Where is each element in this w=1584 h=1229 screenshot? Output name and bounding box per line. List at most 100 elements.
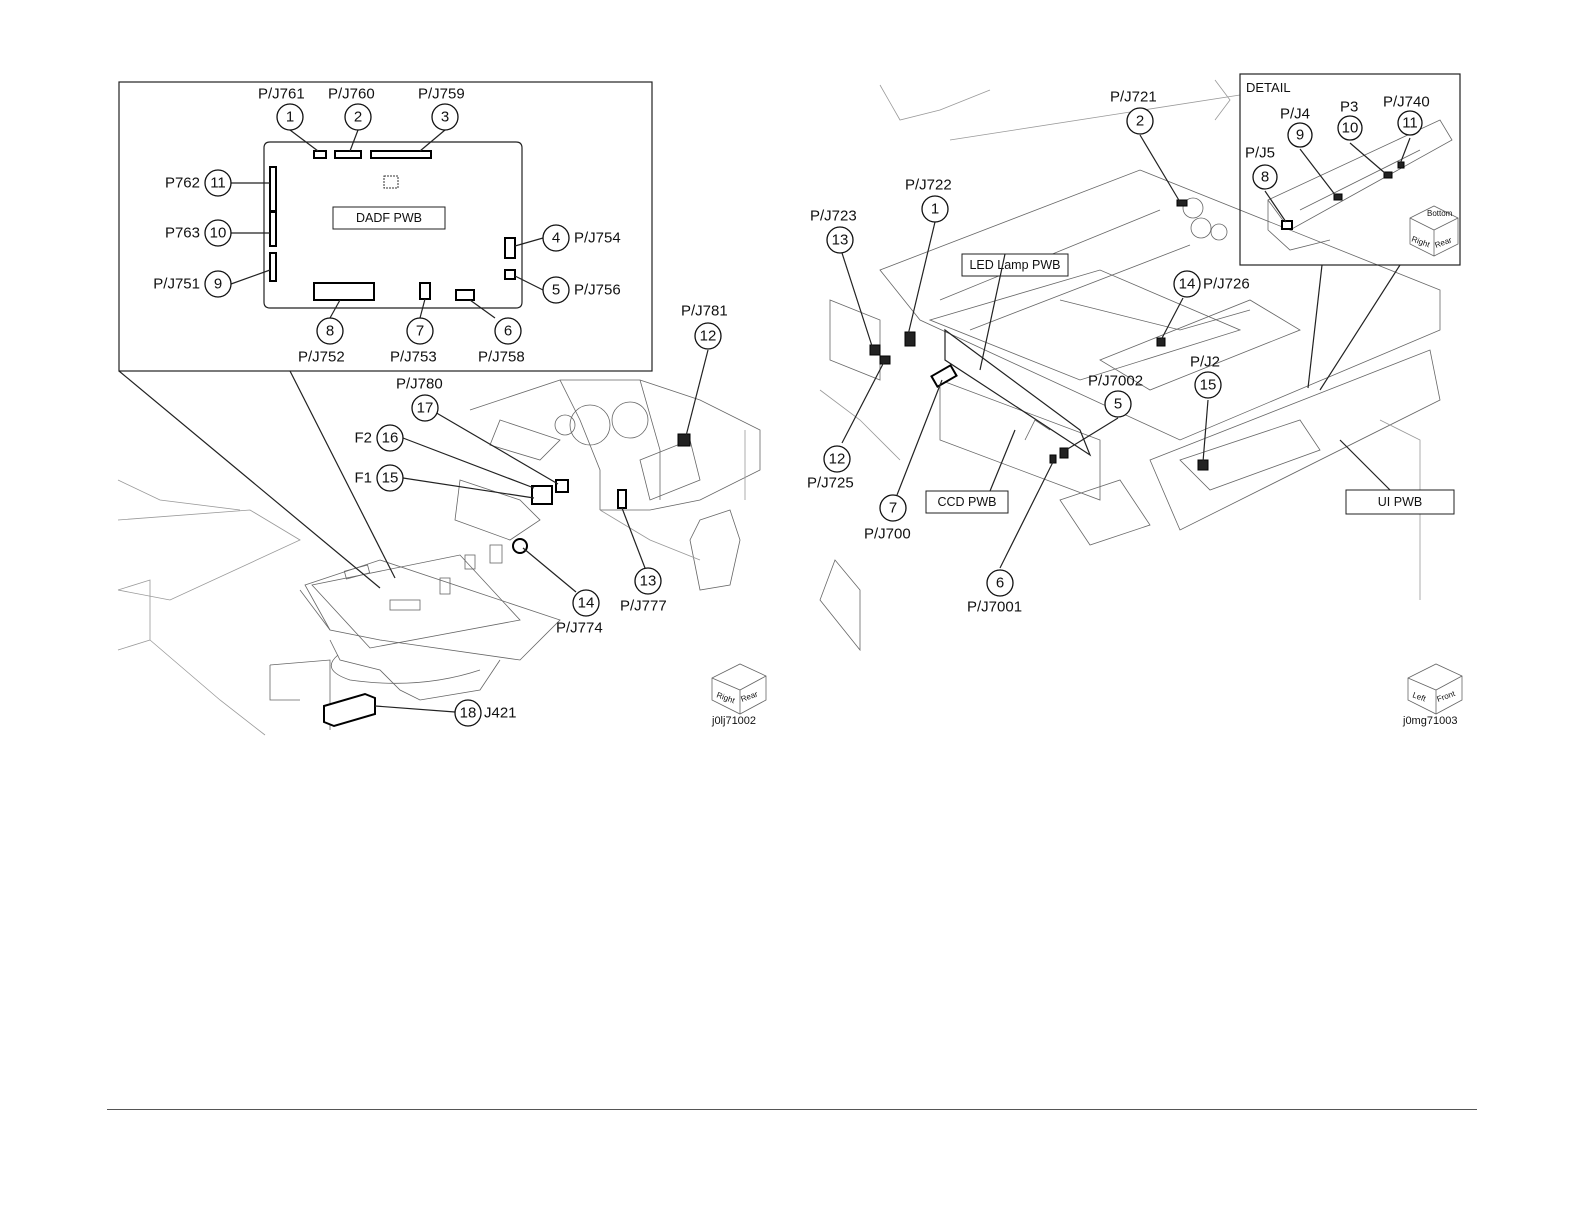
- left-callout-number-10: 10: [210, 225, 227, 242]
- left-callout-number-18: 18: [460, 705, 477, 722]
- connector-pj756: [504, 269, 516, 280]
- left-callout-label-5: P/J756: [574, 282, 621, 299]
- left-callout-number-9: 9: [214, 276, 222, 293]
- right-callout-number-11: 11: [1402, 115, 1418, 132]
- led-lamp-pwb-label: LED Lamp PWB: [969, 258, 1060, 272]
- right-callouts: 1P/J7222P/J7215P/J70026P/J70017P/J7008P/…: [807, 89, 1430, 616]
- left-callout-circle-2: [344, 103, 372, 131]
- ui-pwb-label: UI PWB: [1378, 495, 1422, 509]
- right-callout-label-5: P/J7002: [1088, 373, 1143, 390]
- right-callout-circle-9: [1287, 122, 1313, 148]
- right-callout-number-6: 6: [996, 575, 1004, 592]
- connector-pj700: [930, 363, 958, 389]
- left-callout-circle-14: [572, 589, 600, 617]
- connector-pj726: [1156, 337, 1166, 347]
- left-callout-number-6: 6: [504, 323, 512, 340]
- connector-pj761: [313, 150, 327, 159]
- connector-pj721: [1176, 199, 1188, 207]
- left-callout-label-7: P/J753: [390, 349, 437, 366]
- left-callout-label-11: P762: [165, 175, 200, 192]
- left-callout-number-12: 12: [700, 328, 717, 345]
- connector-pj723: [869, 344, 881, 356]
- right-leader-lines: [841, 134, 1411, 569]
- right-callout-number-7: 7: [889, 500, 897, 517]
- right-callout-label-1: P/J722: [905, 177, 952, 194]
- right-callout-number-12: 12: [829, 451, 846, 468]
- left-callout-circle-11: [204, 169, 232, 197]
- right-callout-label-15: P/J2: [1190, 354, 1220, 371]
- right-callout-number-2: 2: [1136, 113, 1144, 130]
- left-callout-circle-12: [694, 322, 722, 350]
- right-callout-label-13: P/J723: [810, 208, 857, 225]
- cube-face-rear: Rear: [740, 689, 760, 704]
- left-callout-number-8: 8: [326, 323, 334, 340]
- right-callout-circle-7: [879, 494, 907, 522]
- right-callout-label-12: P/J725: [807, 475, 854, 492]
- right-callout-circle-5: [1104, 390, 1132, 418]
- connector-pj781: [677, 433, 691, 447]
- left-callout-circle-1: [276, 103, 304, 131]
- left-callout-number-5: 5: [552, 282, 560, 299]
- left-callout-circle-4: [542, 224, 570, 252]
- board-chip: [383, 175, 399, 189]
- right-callout-number-8: 8: [1261, 169, 1269, 186]
- dadf-pwb-label-box: [332, 206, 446, 230]
- ui-pwb-box: [1345, 489, 1455, 515]
- right-callout-circle-10: [1337, 115, 1363, 141]
- left-callout-circle-18: [454, 699, 482, 727]
- right-callout-number-15: 15: [1200, 377, 1217, 394]
- right-callout-number-10: 10: [1342, 120, 1359, 137]
- right-callout-circle-1: [921, 195, 949, 223]
- left-callout-label-15: F1: [354, 470, 372, 487]
- right-callout-label-11: P/J740: [1383, 94, 1430, 111]
- cube-face-front: Front: [1436, 689, 1457, 704]
- left-callout-number-7: 7: [416, 323, 424, 340]
- right-callout-circle-11: [1397, 110, 1423, 136]
- left-callout-label-12: P/J781: [681, 303, 728, 320]
- left-callout-circle-16: [376, 424, 404, 452]
- right-callout-label-14: P/J726: [1203, 276, 1250, 293]
- right-callout-number-14: 14: [1179, 276, 1196, 293]
- left-callout-circle-9: [204, 270, 232, 298]
- left-callout-label-4: P/J754: [574, 230, 621, 247]
- connector-pj754: [504, 237, 516, 259]
- left-callout-number-4: 4: [552, 230, 560, 247]
- right-callout-label-7: P/J700: [864, 526, 911, 543]
- connector-pj777: [617, 489, 627, 509]
- left-callout-label-14: P/J774: [556, 620, 603, 637]
- left-callout-number-3: 3: [441, 109, 449, 126]
- left-machine-sketch: [117, 379, 761, 736]
- left-callout-circle-7: [406, 317, 434, 345]
- left-callout-label-8: P/J752: [298, 349, 345, 366]
- left-callout-number-15: 15: [382, 470, 399, 487]
- connector-pj7002: [1059, 447, 1069, 459]
- connector-pj751: [269, 252, 277, 282]
- connector-pj758: [455, 289, 475, 301]
- left-callout-number-1: 1: [286, 109, 294, 126]
- right-callout-circle-6: [986, 569, 1014, 597]
- connector-pj759: [370, 150, 432, 159]
- connector-pj725: [879, 355, 891, 365]
- dadf-pwb-board: [263, 141, 523, 309]
- left-callout-label-10: P763: [165, 225, 200, 242]
- left-callout-number-16: 16: [382, 430, 399, 447]
- detail-cube-right: Right: [1410, 234, 1431, 249]
- dadf-pwb-label: DADF PWB: [356, 211, 422, 225]
- right-callout-label-2: P/J721: [1110, 89, 1157, 106]
- connector-pj780: [555, 479, 569, 493]
- orientation-cube-right: Left Front: [1407, 663, 1463, 715]
- left-callout-circle-3: [431, 103, 459, 131]
- left-callout-circle-5: [542, 276, 570, 304]
- right-callout-circle-15: [1194, 371, 1222, 399]
- orientation-cube-left: Right Rear: [711, 663, 767, 715]
- left-callout-label-9: P/J751: [153, 276, 200, 293]
- right-callout-number-5: 5: [1114, 396, 1122, 413]
- left-callout-circle-15: [376, 464, 404, 492]
- left-callout-label-6: P/J758: [478, 349, 525, 366]
- left-callout-circle-8: [316, 317, 344, 345]
- connector-pj760: [334, 150, 362, 159]
- detail-cube-bottom: Bottom: [1427, 209, 1453, 218]
- left-callout-label-17: P/J780: [396, 376, 443, 393]
